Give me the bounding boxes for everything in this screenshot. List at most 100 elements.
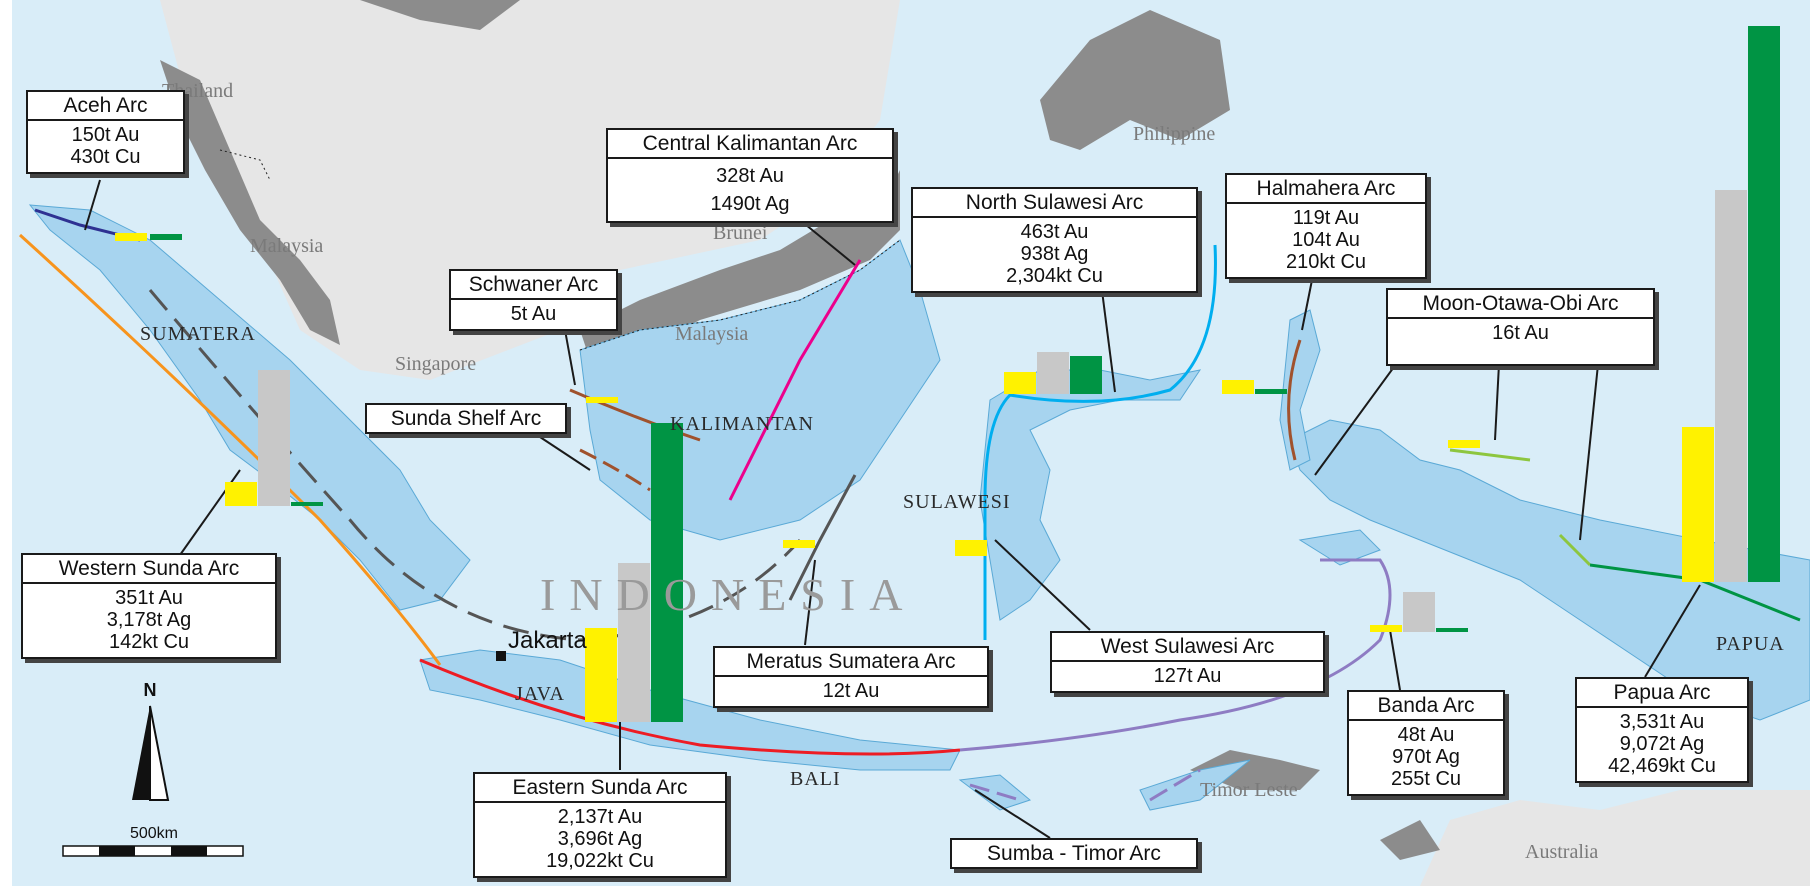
callout-value: 48t Au bbox=[1397, 724, 1455, 746]
bar-west-sulawesi-gold bbox=[955, 540, 987, 556]
callout-title: North Sulawesi Arc bbox=[913, 189, 1196, 218]
callout-value: 19,022kt Cu bbox=[546, 850, 654, 872]
pointer-schwaner bbox=[564, 329, 576, 386]
callout-title: Aceh Arc bbox=[28, 92, 183, 121]
callout-value: 255t Cu bbox=[1390, 768, 1462, 790]
callout-value: 210kt Cu bbox=[1285, 251, 1367, 273]
resource-bars bbox=[115, 26, 1780, 722]
bar-papua-copper bbox=[1748, 26, 1780, 582]
bar-banda-silver bbox=[1403, 592, 1435, 632]
australia-land bbox=[1420, 790, 1810, 886]
pointer-banda bbox=[1389, 629, 1401, 691]
callout-west-sulawesi-arc: West Sulawesi Arc 127t Au bbox=[1050, 631, 1325, 693]
callout-value: 3,178t Ag bbox=[106, 609, 192, 631]
meratus-arc-line bbox=[788, 474, 857, 601]
scale-segment-dark bbox=[99, 846, 135, 856]
pointer-aceh bbox=[84, 179, 101, 231]
callout-value: 351t Au bbox=[115, 587, 183, 609]
jakarta-marker bbox=[496, 651, 506, 661]
papua-island bbox=[1289, 419, 1810, 721]
seram-island bbox=[1298, 529, 1381, 566]
bar-eastern-sunda-silver bbox=[618, 563, 650, 722]
label-kalimantan: KALIMANTAN bbox=[670, 413, 814, 435]
label-sulawesi: SULAWESI bbox=[903, 491, 1011, 513]
callout-aceh-arc: Aceh Arc 150t Au 430t Cu bbox=[26, 90, 185, 174]
callout-title: Central Kalimantan Arc bbox=[608, 130, 892, 159]
label-malaysia-east: Malaysia bbox=[675, 323, 748, 345]
callout-meratus-sumatera-arc: Meratus Sumatera Arc 12t Au bbox=[713, 646, 989, 708]
callout-value: 150t Au bbox=[71, 124, 140, 146]
callout-north-sulawesi-arc: North Sulawesi Arc 463t Au 938t Ag 2,304… bbox=[911, 187, 1198, 293]
callout-value: 16t Au bbox=[1492, 322, 1549, 344]
callout-title: West Sulawesi Arc bbox=[1052, 633, 1323, 662]
callout-value: 12t Au bbox=[822, 680, 880, 702]
callout-value: 3,696t Ag bbox=[557, 828, 643, 850]
bar-moon-otawa-obi-gold bbox=[1448, 440, 1480, 448]
scale-bar-graphic: 500km bbox=[62, 825, 244, 857]
bar-schwaner-gold bbox=[586, 397, 618, 403]
timor-island bbox=[1139, 759, 1251, 811]
sumba-timor-arc-line bbox=[969, 768, 1201, 802]
bar-meratus-gold bbox=[783, 540, 815, 548]
bar-banda-copper bbox=[1436, 628, 1468, 632]
central-kalimantan-arc-line bbox=[728, 259, 862, 501]
bar-north-sulawesi-silver bbox=[1037, 352, 1069, 394]
callout-moon-otawa-obi-arc: Moon-Otawa-Obi Arc 16t Au bbox=[1386, 288, 1655, 366]
scale-outline bbox=[62, 845, 244, 857]
bar-papua-silver bbox=[1715, 190, 1747, 582]
schwaner-arc-line bbox=[569, 388, 701, 442]
callout-value: 938t Ag bbox=[1020, 243, 1089, 265]
callout-title: Moon-Otawa-Obi Arc bbox=[1388, 290, 1653, 319]
callout-title: Papua Arc bbox=[1577, 679, 1747, 708]
callout-value: 2,137t Au bbox=[557, 806, 643, 828]
callout-value: 119t Au bbox=[1292, 207, 1360, 229]
callout-value: 328t Au bbox=[716, 165, 784, 187]
pointer-north-sulawesi bbox=[1099, 274, 1116, 393]
bar-halmahera-copper bbox=[1255, 389, 1287, 394]
label-australia: Australia bbox=[1525, 841, 1598, 863]
label-bali: BALI bbox=[790, 768, 841, 790]
pointer-sumba-timor bbox=[974, 789, 1051, 839]
callout-value: 142kt Cu bbox=[108, 631, 190, 653]
asian-mainland-light bbox=[160, 0, 900, 380]
sumba-island bbox=[958, 774, 1032, 811]
eastern-sunda-arc-line bbox=[419, 658, 961, 756]
callout-banda-arc: Banda Arc 48t Au 970t Ag 255t Cu bbox=[1347, 690, 1505, 796]
callout-title: Sumba - Timor Arc bbox=[987, 842, 1161, 865]
pointer-papua bbox=[1644, 584, 1701, 678]
label-sumatera: SUMATERA bbox=[140, 323, 256, 345]
sulawesi-island bbox=[979, 369, 1202, 621]
philippines-land bbox=[1040, 10, 1230, 150]
callout-value: 104t Au bbox=[1292, 229, 1360, 251]
bar-aceh-copper bbox=[150, 234, 182, 240]
bar-north-sulawesi-gold bbox=[1004, 372, 1036, 394]
bar-western-sunda-gold bbox=[225, 482, 257, 506]
sunda-shelf-arc-line bbox=[579, 448, 651, 492]
callout-western-sunda-arc: Western Sunda Arc 351t Au 3,178t Ag 142k… bbox=[21, 553, 277, 659]
callout-title: Western Sunda Arc bbox=[23, 555, 275, 584]
callout-value: 970t Ag bbox=[1392, 746, 1460, 768]
callout-title: Schwaner Arc bbox=[451, 271, 616, 300]
bar-western-sunda-silver bbox=[258, 370, 290, 506]
arrow-dark-half bbox=[132, 706, 150, 800]
bar-western-sunda-copper bbox=[291, 502, 323, 506]
borneo-border bbox=[579, 239, 901, 351]
callout-sumba-timor-arc: Sumba - Timor Arc bbox=[950, 838, 1198, 869]
bar-north-sulawesi-copper bbox=[1070, 356, 1102, 394]
callout-eastern-sunda-arc: Eastern Sunda Arc 2,137t Au 3,696t Ag 19… bbox=[473, 772, 727, 878]
thai-border bbox=[219, 149, 271, 181]
pointer-central-kalimantan bbox=[799, 219, 856, 266]
callout-pointers bbox=[84, 179, 1701, 839]
label-timor-leste: Timor Leste bbox=[1200, 779, 1298, 801]
bar-halmahera-gold bbox=[1222, 380, 1254, 394]
label-jakarta: Jakarta bbox=[508, 627, 587, 654]
label-brunei: Brunei bbox=[713, 222, 768, 244]
pointer-meratus bbox=[804, 559, 816, 646]
arrow-light-half bbox=[149, 705, 170, 801]
callout-value: 1490t Ag bbox=[710, 193, 790, 215]
scale-label: 500km bbox=[130, 825, 178, 842]
callout-value: 5t Au bbox=[510, 303, 557, 325]
indochina-land bbox=[360, 0, 520, 30]
moon-otawa-obi-arc-line bbox=[1449, 448, 1592, 567]
callout-title: Banda Arc bbox=[1349, 692, 1503, 721]
